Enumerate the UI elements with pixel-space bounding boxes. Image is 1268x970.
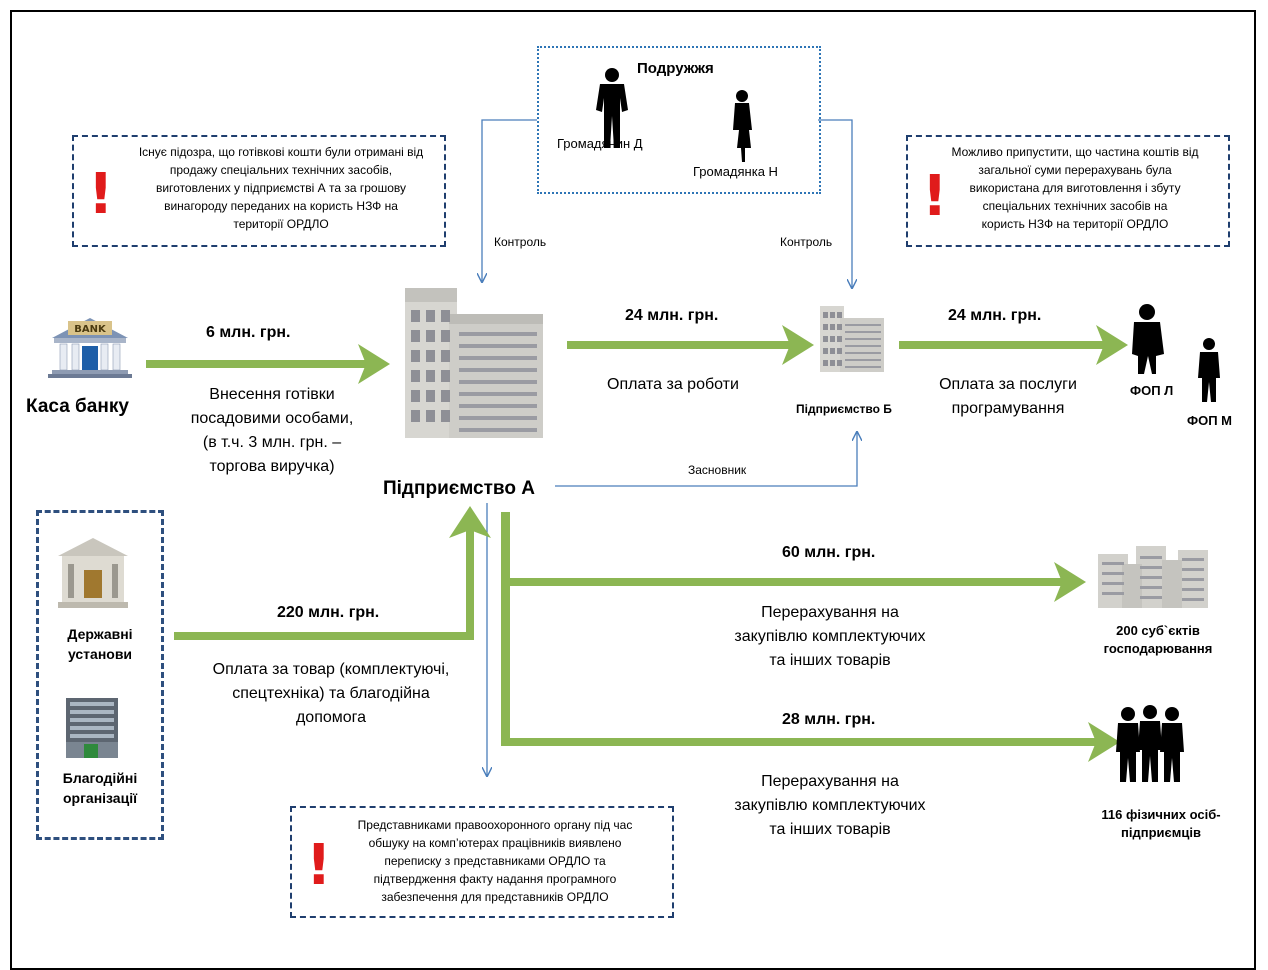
citizen-n-silhouette <box>733 90 752 162</box>
bank-sign: BANK <box>74 324 107 335</box>
arrow-sources-to-a <box>174 506 491 640</box>
arrow-bank-to-a <box>146 344 390 384</box>
spouses-box <box>537 46 821 194</box>
control-line-right <box>818 119 852 288</box>
founder-label: Засновник <box>688 463 747 477</box>
flow-a-b-description: Оплата за роботи <box>607 376 739 393</box>
assumption-note-text: Можливо припустити, що частина коштів ві… <box>951 145 1199 231</box>
evidence-note: ! Представниками правоохоронного органу … <box>290 806 674 918</box>
spouses-title: Подружжя <box>637 60 714 77</box>
arrow-b-to-fop <box>899 325 1128 365</box>
bank-icon: BANK <box>48 318 132 378</box>
arrow-a-to-b <box>567 325 814 365</box>
bank-amount: 6 млн. грн. <box>206 324 291 341</box>
founder-line <box>555 432 857 487</box>
enterprise-a-label: Підприємство А <box>383 478 535 499</box>
persons-116-label: 116 фізичних осіб-підприємців <box>1101 807 1221 840</box>
suspicion-note-text: Існує підозра, що готівкові кошти були о… <box>138 145 424 231</box>
alert-icon: ! <box>88 162 114 227</box>
evidence-note-text: Представниками правоохоронного органу пі… <box>357 818 633 904</box>
enterprise-b-building <box>820 306 884 372</box>
charity-building-icon <box>66 698 118 758</box>
persons-116-silhouette <box>1116 705 1184 782</box>
suspicion-note: ! Існує підозра, що готівкові кошти були… <box>72 135 446 247</box>
citizen-d-label: Громадянин Д <box>557 136 643 151</box>
fop-l-label: ФОП Л <box>1130 383 1174 398</box>
entities-200-buildings <box>1098 546 1208 608</box>
flow-60-amount: 60 млн. грн. <box>782 544 876 561</box>
fop-m-silhouette <box>1198 338 1220 402</box>
flow-b-fop-amount: 24 млн. грн. <box>948 307 1042 324</box>
citizen-d-silhouette <box>596 68 628 148</box>
arrow-a-to-200 <box>501 512 1086 744</box>
sources-description: Оплата за товар (комплектуючі,спецтехнік… <box>212 661 450 726</box>
fop-l-silhouette <box>1132 304 1164 374</box>
enterprise-a-building <box>405 288 543 438</box>
sources-amount: 220 млн. грн. <box>277 604 380 621</box>
arrow-a-to-116 <box>501 722 1120 762</box>
enterprise-b-label: Підприємство Б <box>796 402 892 416</box>
fop-m-label: ФОП М <box>1187 413 1232 428</box>
alert-icon: ! <box>922 164 948 229</box>
alert-icon: ! <box>306 833 332 898</box>
citizen-n-label: Громадянка Н <box>693 164 778 179</box>
control-line-left <box>482 119 537 282</box>
control-label-right: Контроль <box>780 235 833 249</box>
government-building-icon <box>58 538 128 608</box>
bank-label: Каса банку <box>26 396 129 417</box>
sources-box <box>36 510 164 840</box>
assumption-note: ! Можливо припустити, що частина коштів … <box>906 135 1230 247</box>
control-label-left: Контроль <box>494 235 547 249</box>
flow-28-amount: 28 млн. грн. <box>782 711 876 728</box>
flow-a-b-amount: 24 млн. грн. <box>625 307 719 324</box>
